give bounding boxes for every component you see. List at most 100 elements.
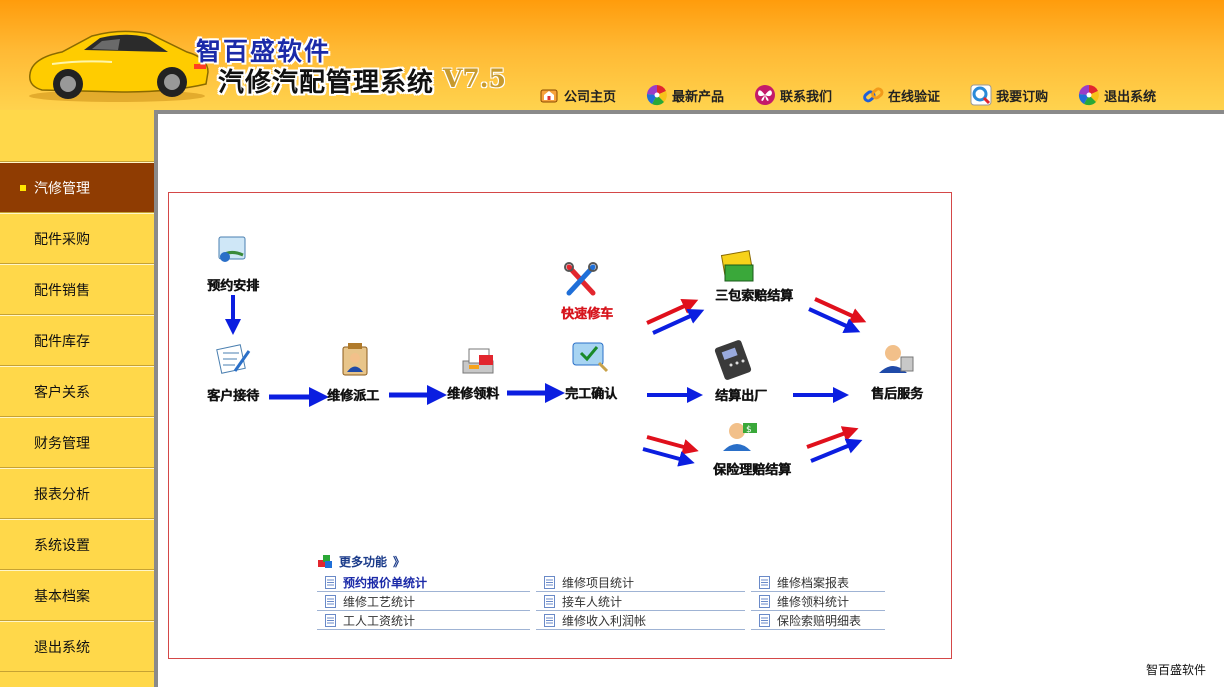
sidebar-item-label: 配件库存 <box>34 333 90 350</box>
nav-online-verify[interactable]: 在线验证 <box>862 82 940 108</box>
sidebar-item-label: 退出系统 <box>34 639 90 656</box>
arrow-blue-to-insurance <box>642 447 695 467</box>
version-label: V7.5 <box>443 64 506 93</box>
link-repair-materials-stats[interactable]: 维修领料统计 <box>751 592 885 611</box>
dispatch-icon <box>342 343 368 376</box>
sidebar-item-label: 财务管理 <box>34 435 90 452</box>
blocks-icon <box>318 555 332 568</box>
nav-company-home[interactable]: 公司主页 <box>538 82 616 108</box>
flow-node-dispatch[interactable]: 维修派工 <box>327 389 380 404</box>
top-navigation: 公司主页 最新产品 联系我们 <box>538 82 1186 108</box>
search-icon <box>970 84 992 106</box>
arrow-red-to-warranty <box>646 299 699 325</box>
sidebar-item-label: 基本档案 <box>34 588 90 605</box>
completion-icon <box>572 342 609 373</box>
link-label: 维修档案报表 <box>777 575 850 590</box>
nav-order[interactable]: 我要订购 <box>970 82 1048 108</box>
link-label: 维修领料统计 <box>777 594 850 609</box>
sidebar-item-repair-management[interactable]: 汽修管理 <box>0 162 156 213</box>
flow-node-warranty[interactable]: 三包索赔结算 <box>715 289 794 304</box>
sidebar-item-finance[interactable]: 财务管理 <box>0 417 156 468</box>
sidebar-item-parts-purchase[interactable]: 配件采购 <box>0 213 156 264</box>
active-bullet-icon <box>20 185 26 191</box>
nav-label: 退出系统 <box>1104 89 1157 105</box>
butterfly-icon <box>755 85 776 105</box>
link-repair-item-stats[interactable]: 维修项目统计 <box>536 573 745 592</box>
flow-node-completion[interactable]: 完工确认 <box>565 387 618 402</box>
document-icon <box>759 575 770 589</box>
link-repair-archive-report[interactable]: 维修档案报表 <box>751 573 885 592</box>
link-receiver-stats[interactable]: 接车人统计 <box>536 592 745 611</box>
link-worker-wage-stats[interactable]: 工人工资统计 <box>317 611 530 630</box>
reception-icon <box>216 344 251 374</box>
brand-name: 智百盛软件 <box>196 37 332 66</box>
link-insurance-claim-detail[interactable]: 保险索赔明细表 <box>751 611 885 630</box>
sidebar-item-label: 配件销售 <box>34 282 90 299</box>
arrow-red-warranty-to-after-sales <box>814 297 867 323</box>
nav-label: 公司主页 <box>564 89 617 105</box>
settlement-icon <box>714 340 752 380</box>
nav-exit-system[interactable]: 退出系统 <box>1078 82 1156 108</box>
sidebar-item-basic-records[interactable]: 基本档案 <box>0 570 156 621</box>
arrow-blue-insurance-to-after-sales <box>810 438 863 463</box>
link-appointment-quote-stats[interactable]: 预约报价单统计 <box>317 573 530 592</box>
double-chevron-right-icon: 》 <box>393 554 406 569</box>
more-functions-grid: 预约报价单统计 维修项目统计 维修档案报表 维修工艺统计 接车人统计 <box>317 573 897 630</box>
flow-node-insurance[interactable]: 保险理赔结算 <box>713 463 792 478</box>
flow-node-reception[interactable]: 客户接待 <box>207 389 260 404</box>
sidebar-item-label: 报表分析 <box>34 486 90 503</box>
sidebar-item-system-settings[interactable]: 系统设置 <box>0 519 156 570</box>
sidebar-item-label: 客户关系 <box>34 384 90 401</box>
arrow-red-insurance-to-after-sales <box>806 426 859 449</box>
nav-latest-products[interactable]: 最新产品 <box>646 82 724 108</box>
arrow-blue-to-warranty <box>652 309 705 335</box>
document-icon <box>544 594 555 608</box>
document-icon <box>325 594 336 608</box>
link-repair-process-stats[interactable]: 维修工艺统计 <box>317 592 530 611</box>
link-label: 预约报价单统计 <box>343 575 428 590</box>
flow-node-appointment[interactable]: 预约安排 <box>207 279 260 294</box>
document-icon <box>544 575 555 589</box>
flow-node-quick-repair[interactable]: 快速修车 <box>561 307 614 322</box>
document-icon <box>759 613 770 627</box>
appointment-icon <box>218 236 246 262</box>
flow-node-settlement[interactable]: 结算出厂 <box>715 389 768 404</box>
svg-text:$: $ <box>746 425 752 435</box>
main-content: $ <box>154 110 1224 687</box>
warranty-icon <box>720 250 754 282</box>
workflow-panel: $ <box>168 192 952 659</box>
flow-arrows <box>225 295 867 467</box>
sidebar-item-parts-sales[interactable]: 配件销售 <box>0 264 156 315</box>
link-repair-income-profit[interactable]: 维修收入利润帐 <box>536 611 745 630</box>
more-functions-title[interactable]: 更多功能 》 <box>317 551 897 571</box>
flow-node-materials[interactable]: 维修领料 <box>447 387 500 402</box>
link-label: 维修项目统计 <box>562 575 635 590</box>
home-icon <box>540 89 558 103</box>
link-label: 保险索赔明细表 <box>777 613 862 628</box>
nav-label: 在线验证 <box>888 89 941 105</box>
sidebar-item-label: 汽修管理 <box>34 180 90 197</box>
sidebar-item-label: 配件采购 <box>34 231 90 248</box>
pinwheel-icon <box>646 84 667 106</box>
link-label: 接车人统计 <box>562 594 623 609</box>
sidebar-spacer <box>0 110 156 162</box>
chain-link-icon <box>863 87 884 103</box>
link-label: 维修工艺统计 <box>343 594 416 609</box>
nav-label: 最新产品 <box>672 89 725 105</box>
sidebar-item-customer-relations[interactable]: 客户关系 <box>0 366 156 417</box>
sidebar-item-parts-inventory[interactable]: 配件库存 <box>0 315 156 366</box>
sports-car-logo <box>29 30 209 102</box>
flow-node-after-sales[interactable]: 售后服务 <box>871 387 924 402</box>
pinwheel-icon <box>1078 84 1099 106</box>
footer-brand: 智百盛软件 <box>1145 663 1206 677</box>
sidebar-item-reports[interactable]: 报表分析 <box>0 468 156 519</box>
sidebar-item-label: 系统设置 <box>34 537 90 554</box>
sidebar: 汽修管理 配件采购 配件销售 配件库存 客户关系 财务管理 报表分析 系统设置 … <box>0 110 156 687</box>
sidebar-item-exit[interactable]: 退出系统 <box>0 621 156 672</box>
quick-repair-icon <box>564 262 598 296</box>
materials-icon <box>462 348 494 374</box>
document-icon <box>325 575 336 589</box>
nav-contact-us[interactable]: 联系我们 <box>754 82 832 108</box>
document-icon <box>544 613 555 627</box>
arrow-blue-warranty-to-after-sales <box>808 307 861 333</box>
